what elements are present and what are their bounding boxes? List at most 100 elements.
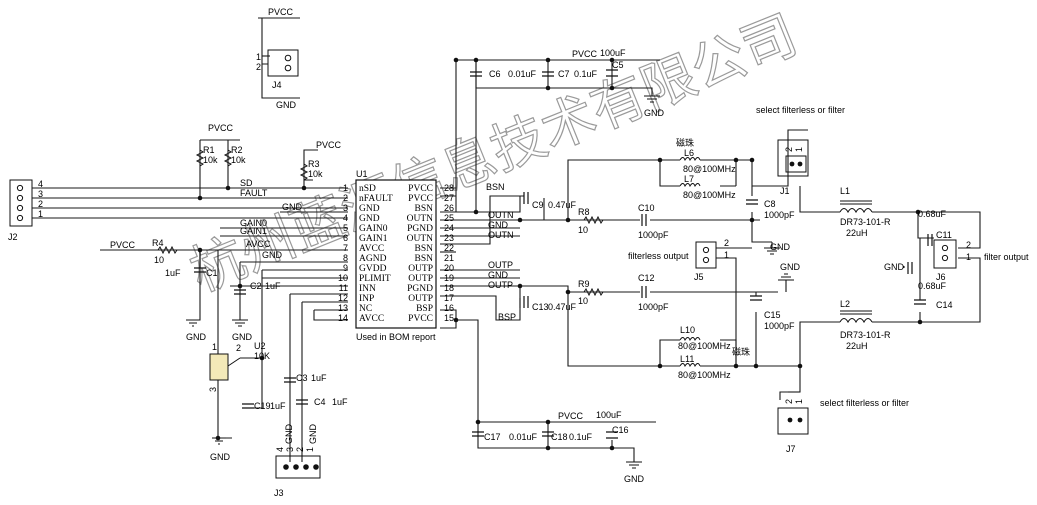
c2-ref: C2: [250, 281, 262, 291]
l2-value: 22uH: [846, 341, 868, 351]
u1-pin-name: PGND: [407, 224, 433, 234]
note-filterless-output: filterless output: [628, 251, 689, 261]
c5-ref: C5: [612, 60, 624, 70]
c19-value: 1uF: [270, 401, 286, 411]
j7-pin-2: 2: [784, 399, 794, 404]
r3-ref: R3: [308, 159, 320, 169]
junction-dots: [197, 57, 923, 451]
u1-pin-name: NC: [359, 304, 372, 314]
net-pvcc-bottom: PVCC: [558, 411, 584, 421]
l2-ref: L2: [840, 299, 850, 309]
net-bsp: BSP: [498, 312, 516, 322]
u1-pin-name: PVCC: [408, 194, 433, 204]
potentiometer-u2: 2 1 3 U2 10K: [208, 341, 270, 392]
net-gain0: GAIN0: [240, 218, 267, 228]
connector-j3: 4 3 2 1 J3: [274, 447, 321, 498]
u1-pin-name: BSN: [415, 204, 434, 214]
r8-value: 10: [578, 225, 588, 235]
resistor-r2: R2 10k: [231, 145, 246, 165]
net-gain1: GAIN1: [240, 226, 267, 236]
resistor-r1: R1 10k: [203, 145, 218, 165]
connector-j6: 2 1 J6: [933, 239, 971, 282]
c4-ref: C4: [314, 397, 326, 407]
u1-pin-number: 18: [444, 283, 454, 293]
l6-value: 80@100MHz: [683, 164, 736, 174]
net-gnd-u1: GND: [282, 202, 303, 212]
l1-value: 22uH: [846, 228, 868, 238]
u1-pin-name: AGND: [359, 254, 387, 264]
u1-pin-name: PGND: [407, 284, 433, 294]
resistor-r3: R3 10k: [308, 159, 323, 179]
r1-ref: R1: [203, 145, 215, 155]
u1-ref: U1: [356, 169, 368, 179]
r4-value: 10: [154, 255, 164, 265]
j5-pin-1: 1: [724, 250, 729, 260]
u1-pin-name: GND: [359, 214, 380, 224]
net-bsn: BSN: [486, 182, 505, 192]
l10-ref: L10: [680, 325, 695, 335]
u1-pin-name: BSP: [416, 304, 433, 314]
net-gnd-j4: GND: [276, 100, 297, 110]
j6-pin-1: 1: [966, 252, 971, 262]
u1-pin-number: 14: [338, 313, 348, 323]
c9-value: 0.47uF: [548, 200, 577, 210]
capacitor-symbols: [194, 69, 933, 439]
j5-pin-2: 2: [724, 238, 729, 248]
u1-pin-number: 4: [343, 213, 348, 223]
c8-value: 1000pF: [764, 210, 795, 220]
c13-value: 0.47uF: [548, 302, 577, 312]
net-gnd-agnd: GND: [262, 250, 283, 260]
net-outn-1: OUTN: [488, 210, 514, 220]
j2-pin-4: 4: [38, 179, 43, 189]
c18-value: 0.1uF: [569, 432, 593, 442]
c7-ref: C7: [558, 69, 570, 79]
net-gnd-pgnd2: GND: [488, 270, 509, 280]
u1-pin-number: 12: [338, 293, 348, 303]
l7-ref: L7: [684, 174, 694, 184]
net-gnd-c8: GND: [770, 242, 791, 252]
u1-pin-number: 6: [343, 233, 348, 243]
j7-pin-1: 1: [794, 399, 804, 404]
connector-j7: 2 1 J7: [777, 399, 809, 454]
net-gnd-c15: GND: [780, 262, 801, 272]
l6-ref: L6: [684, 148, 694, 158]
j1-ref: J1: [780, 186, 790, 196]
c14-ref: C14: [936, 300, 953, 310]
u1-pin-number: 15: [444, 313, 454, 323]
u1-pin-name: OUTP: [408, 274, 433, 284]
wires: [32, 17, 981, 462]
c13-ref: C13: [532, 302, 549, 312]
c7-value: 0.1uF: [574, 69, 598, 79]
c16-ref: C16: [612, 425, 629, 435]
net-gnd-c1: GND: [186, 332, 207, 342]
j3-pin-3: 3: [285, 447, 295, 452]
u2-pin-2: 2: [236, 343, 241, 353]
l2-part: DR73-101-R: [840, 330, 891, 340]
net-gnd-c5: GND: [644, 108, 665, 118]
u1-pin-number: 5: [343, 223, 348, 233]
l11-value: 80@100MHz: [678, 370, 731, 380]
bead-header-bottom: 磁珠: [732, 346, 750, 357]
u1-pin-name: OUTP: [408, 264, 433, 274]
u2-ref: U2: [254, 341, 266, 351]
resistor-symbols: [157, 149, 604, 297]
u1-pin-number: 24: [444, 223, 454, 233]
u1-pin-number: 2: [343, 193, 348, 203]
u1-pin-name: OUTN: [407, 214, 434, 224]
r2-ref: R2: [231, 145, 243, 155]
u1-pin-name: BSN: [415, 244, 434, 254]
net-gnd-j3a: GND: [284, 424, 294, 445]
net-gnd-j3b: GND: [308, 424, 318, 445]
u1-pin-number: 23: [444, 233, 454, 243]
c15-value: 1000pF: [764, 321, 795, 331]
j3-pin-2: 2: [295, 447, 305, 452]
j2-ref: J2: [8, 232, 18, 242]
u1-pins: nSD1nFAULT2GND3GND4GAIN05GAIN16AVCC7AGND…: [338, 183, 454, 324]
r9-value: 10: [578, 296, 588, 306]
c10-ref: C10: [638, 203, 655, 213]
c16-value: 100uF: [596, 410, 622, 420]
connector-j1: 2 1 J1: [777, 139, 809, 196]
net-sd: SD: [240, 178, 253, 188]
u1-pin-number: 11: [339, 283, 348, 293]
u1-pin-number: 8: [343, 253, 348, 263]
